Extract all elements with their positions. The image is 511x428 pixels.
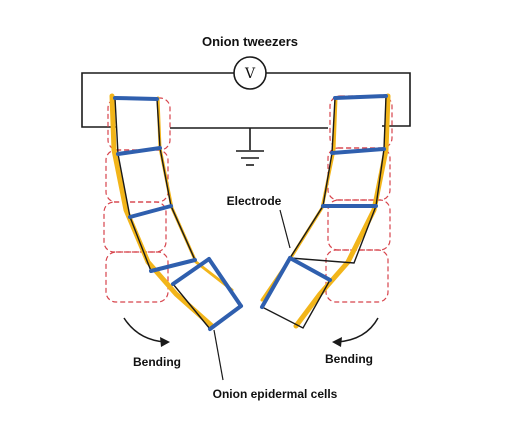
- leader-lines: [213, 209, 291, 381]
- electrode-label: Electrode: [227, 194, 282, 208]
- right-electrode: [293, 93, 391, 329]
- cells-leader: [213, 329, 224, 381]
- circuit-wires: [81, 72, 411, 150]
- left-cell-1: [114, 97, 161, 155]
- wire-left: [81, 72, 234, 128]
- voltmeter-symbol: V: [244, 66, 256, 82]
- voltmeter-icon: V: [233, 56, 267, 90]
- bending-left-label: Bending: [133, 355, 181, 369]
- diagram-title: Onion tweezers: [202, 34, 298, 49]
- wire-right: [266, 72, 411, 127]
- bending-arrow-right-icon: [332, 317, 379, 347]
- bending-right-label: Bending: [325, 352, 373, 366]
- right-bent-cells: [260, 93, 391, 329]
- right-cell-1: [331, 95, 387, 154]
- ground-icon: [236, 150, 264, 166]
- left-bent-cells: [109, 93, 243, 331]
- left-electrode: [109, 93, 215, 329]
- electrode-leader: [279, 209, 291, 249]
- cells-label: Onion epidermal cells: [213, 387, 338, 401]
- bending-arrow-left-icon: [123, 317, 170, 347]
